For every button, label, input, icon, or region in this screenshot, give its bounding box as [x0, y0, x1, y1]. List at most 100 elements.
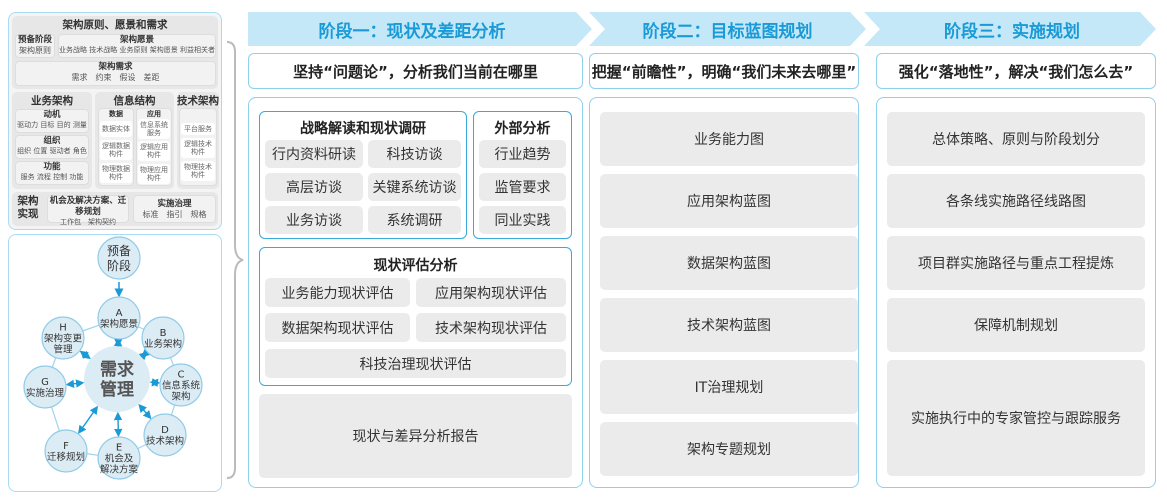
- adm-node-label: 信息系统: [162, 380, 201, 392]
- adm-node-label: C: [178, 370, 185, 381]
- assessment-title: 现状评估分析: [373, 258, 458, 274]
- adm-node-label: B: [160, 328, 167, 339]
- adm-node-label: D: [161, 425, 169, 436]
- prep-label: 阶段: [107, 258, 131, 273]
- phase-3-subtitle: 强化“落地性”，解决“我们怎么去”: [876, 53, 1156, 89]
- app-title: 应用: [147, 109, 161, 118]
- strategy-item: 高层访谈: [265, 173, 363, 201]
- adm-node-label: 业务架构: [144, 338, 182, 350]
- tech-item: 逻辑技术构件: [181, 138, 215, 158]
- blueprint-item: IT治理规划: [600, 360, 858, 414]
- tech-item: 平台服务: [181, 123, 215, 135]
- phase-1-title: 阶段一：现状及差距分析: [318, 21, 506, 42]
- adm-node-label: 架构愿景: [100, 318, 138, 330]
- opportunity-card: 机会及解决方案、迁移规划工作包 架构契约: [47, 195, 129, 226]
- plan-item: 项目群实施路径与重点工程提炼: [887, 236, 1145, 290]
- adm-node-label: A: [116, 308, 123, 319]
- assessment-item: 业务能力现状评估: [265, 278, 410, 307]
- bidirectional-arrow: [79, 350, 91, 360]
- adm-phase-node: [23, 365, 67, 409]
- center-label: 管理: [100, 379, 134, 400]
- tech-arch-title: 技术架构: [177, 95, 219, 107]
- adm-phase-node: [41, 316, 85, 360]
- business-card: 动机驱动力 目标 目的 测量: [15, 109, 89, 133]
- gap-report: 现状与差异分析报告: [259, 394, 572, 478]
- strategy-item: 行内资料研读: [265, 140, 363, 168]
- blueprint-item: 业务能力图: [600, 112, 858, 166]
- strategy-item: 系统调研: [368, 206, 461, 234]
- vision-card: 架构愿景业务战略 技术战略 业务原则 架构愿景 利益相关者: [58, 34, 216, 58]
- blueprint-item: 架构专题规划: [600, 422, 858, 476]
- plan-item: 实施执行中的专家管控与跟踪服务: [887, 360, 1145, 476]
- strategy-title: 战略解读和现状调研: [300, 121, 426, 137]
- adm-node-label: F: [63, 441, 69, 452]
- adm-node-label: 实施治理: [26, 387, 65, 399]
- adm-node-label: G: [41, 377, 49, 388]
- business-card: 功能服务 流程 控制 功能: [15, 161, 89, 185]
- app-item: 信息系统服务: [138, 119, 170, 139]
- business-arch-title: 业务架构: [31, 95, 73, 107]
- assessment-item: 科技治理现状评估: [265, 349, 566, 378]
- assessment-item: 应用架构现状评估: [416, 278, 566, 307]
- data-item: 物理数据构件: [100, 163, 132, 183]
- prep-card: 预备阶段架构原则: [15, 34, 55, 58]
- tech-item: 物理技术构件: [181, 161, 215, 181]
- impl-title: 架构实现: [17, 195, 39, 221]
- adm-phase-node: [159, 363, 203, 407]
- req-title: 架构需求: [98, 62, 133, 72]
- app-item: 物理应用构件: [138, 164, 170, 184]
- adm-node-label: H: [59, 323, 67, 334]
- vision-items: 业务战略 技术战略 业务原则 架构愿景 利益相关者: [59, 46, 215, 55]
- adm-node-label: 管理: [53, 344, 73, 356]
- strategy-item: 关键系统访谈: [368, 173, 461, 201]
- prep-label: 预备: [107, 244, 131, 258]
- assessment-item: 数据架构现状评估: [265, 313, 410, 342]
- phase-1-subtitle: 坚持“问题论”，分析我们当前在哪里: [248, 53, 583, 89]
- external-item: 同业实践: [479, 206, 566, 234]
- prep-title: 预备阶段: [17, 35, 52, 45]
- external-item: 监管要求: [479, 173, 566, 201]
- phase-banners: [248, 12, 1156, 46]
- togaf-content-panel: 架构原则、愿景和需求 预备阶段架构原则 架构愿景业务战略 技术战略 业务原则 架…: [8, 12, 222, 230]
- center-label: 需求: [100, 359, 134, 380]
- adm-cycle-diagram: 需求管理预备阶段A架构愿景B业务架构C信息系统架构D技术架构E机会及解决方案F迁…: [23, 236, 203, 480]
- bidirectional-arrow: [65, 379, 85, 388]
- plan-item: 保障机制规划: [887, 298, 1145, 352]
- blueprint-item: 数据架构蓝图: [600, 236, 858, 290]
- data-item: 逻辑数据构件: [100, 140, 132, 160]
- strategy-item: 科技访谈: [368, 140, 461, 168]
- adm-phase-node: [97, 436, 141, 480]
- external-item: 行业趋势: [479, 140, 566, 168]
- data-title: 数据: [109, 109, 123, 118]
- plan-item: 各条线实施路径线路图: [887, 174, 1145, 228]
- req-card: 架构需求需求 约束 假设 差距: [15, 61, 216, 86]
- info-arch-title: 信息结构: [113, 95, 156, 107]
- adm-node-label: 技术架构: [146, 435, 184, 447]
- adm-node-label: 解决方案: [100, 464, 139, 476]
- adm-node-label: 架构变更: [44, 333, 83, 345]
- adm-node-label: 架构: [171, 391, 190, 403]
- adm-phase-node: [143, 413, 187, 457]
- adm-phase-node: [97, 296, 141, 340]
- app-item: 逻辑应用构件: [138, 141, 170, 161]
- phase-2-subtitle: 把握“前瞻性”，明确“我们未来去哪里”: [589, 53, 859, 89]
- governance-card: 实施治理标准 指引 规格: [133, 195, 216, 223]
- principles-title: 架构原则、愿景和需求: [62, 19, 168, 31]
- adm-phase-node: [44, 429, 88, 473]
- adm-node-label: 迁移规划: [47, 451, 85, 463]
- vision-title: 架构愿景: [119, 35, 154, 45]
- req-items: 需求 约束 假设 差距: [71, 73, 160, 83]
- adm-node-label: E: [116, 443, 122, 454]
- plan-item: 总体策略、原则与阶段划分: [887, 112, 1145, 166]
- adm-phase-node: [141, 316, 185, 360]
- bracket: [226, 41, 244, 479]
- external-title: 外部分析: [494, 121, 551, 137]
- bidirectional-arrow: [78, 405, 99, 435]
- phase-3-title: 阶段三：实施规划: [944, 21, 1080, 42]
- data-item: 数据实体: [100, 121, 132, 137]
- adm-node-label: 机会及: [105, 453, 134, 465]
- business-card: 组织组织 位置 驱动者 角色: [15, 135, 89, 159]
- prep-phase-node: [97, 236, 141, 280]
- strategy-item: 业务访谈: [265, 206, 363, 234]
- prep-items: 架构原则: [19, 46, 51, 56]
